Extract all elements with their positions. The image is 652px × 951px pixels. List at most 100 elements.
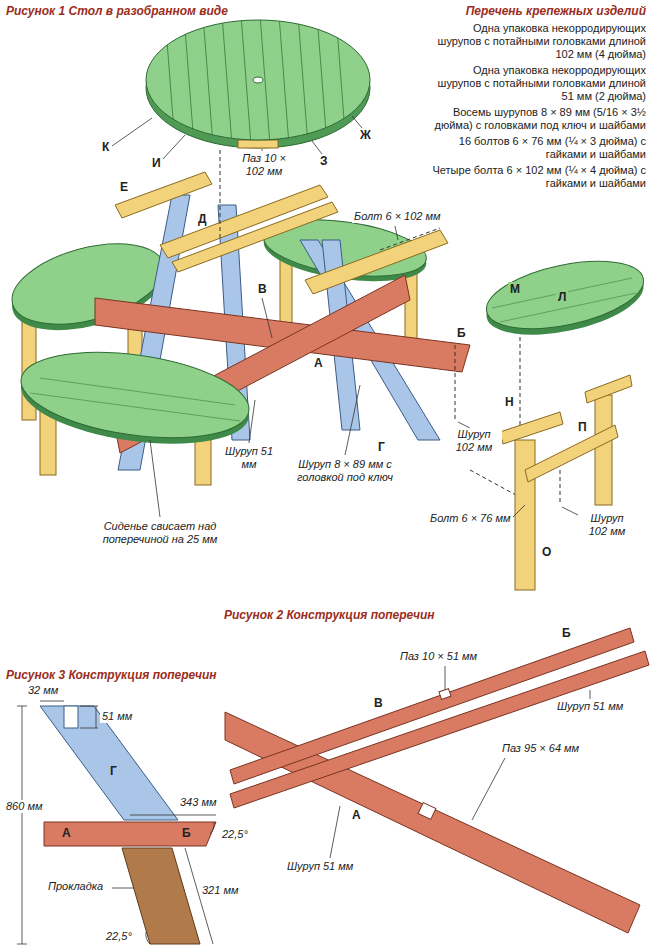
leader-lines (330, 666, 590, 858)
callout-label: 321 мм (200, 884, 241, 897)
leader-lines (249, 400, 255, 443)
figure-heading: Перечень крепежных изделий (430, 4, 648, 18)
callout-label: 343 мм (178, 796, 219, 809)
dimension-lines (80, 706, 98, 707)
table-top (146, 20, 370, 140)
crossbar-detail (64, 706, 78, 728)
dimension-lines (210, 822, 214, 834)
part-letter: Е (118, 180, 130, 194)
part-letter: Г (108, 764, 119, 778)
part-letter: Д (196, 212, 209, 226)
screw-paths (455, 345, 456, 420)
callout-label: Шуруп 8 × 89 мм с головкой под ключ (283, 458, 407, 484)
leader-lines (395, 226, 398, 240)
callout-label: Болт 6 × 102 мм (352, 210, 443, 223)
leader-lines (352, 116, 362, 128)
part-letter: В (372, 696, 385, 710)
table-top (253, 77, 263, 83)
callout-label: Шуруп 51 мм (555, 700, 625, 713)
part-letter: Б (180, 826, 193, 840)
leader-lines (590, 690, 591, 699)
part-letter: Б (560, 626, 573, 640)
part-letter: З (318, 154, 330, 168)
crossbar-detail (40, 706, 178, 820)
dimension-lines (22, 706, 23, 944)
table-top (184, 15, 194, 145)
part-letter: М (508, 282, 522, 296)
right-bench-exploded (492, 278, 632, 308)
leader-lines (345, 385, 360, 455)
leader-lines (150, 440, 160, 517)
leader-lines (262, 298, 272, 338)
dimension-lines (40, 701, 64, 702)
fastener-item: 16 болтов 6 × 76 мм (¼ × 3 дюйма) с гайк… (430, 135, 648, 161)
leader-lines (112, 116, 578, 518)
part-letter: О (540, 545, 553, 559)
right-bench-exploded (481, 249, 650, 341)
right-bench-exploded (525, 425, 618, 482)
table-top (222, 15, 232, 145)
right-bench-exploded (500, 412, 563, 444)
dimension-lines (112, 888, 134, 889)
leader-lines (330, 806, 340, 858)
callout-label: Шуруп 102 мм (578, 512, 636, 538)
table-top (279, 15, 289, 145)
cleats (305, 230, 448, 294)
part-letter: В (256, 282, 269, 296)
figure-heading: Рисунок 1 Стол в разобранном виде (4, 4, 230, 18)
callout-label: Прокладка (46, 880, 105, 893)
dimension-lines (17, 706, 27, 707)
crossbar-assembly (225, 712, 640, 933)
table-top (238, 140, 278, 148)
crossbar-assembly (418, 803, 436, 820)
dimension-lines (17, 701, 216, 944)
dimension-lines (146, 932, 150, 944)
leader-lines (512, 505, 525, 518)
cleats (115, 172, 448, 294)
leader-lines (112, 118, 152, 146)
part-letter: Ж (358, 128, 373, 142)
part-letter: Н (503, 395, 516, 409)
callout-label: Шуруп 102 мм (446, 428, 502, 454)
crossbar-assembly (230, 651, 649, 808)
fastener-item: Одна упаковка некорродирующих шурупов с … (430, 22, 648, 61)
figure-heading: Рисунок 2 Конструкция поперечин (222, 608, 437, 622)
table-top (298, 15, 308, 145)
callout-label: 51 мм (100, 710, 134, 723)
figure-heading: Рисунок 3 Конструкция поперечин (4, 668, 219, 682)
table-top (241, 15, 251, 145)
callout-label: Паз 10 × 51 мм (398, 650, 479, 663)
part-letter: П (576, 420, 589, 434)
front-bench (30, 393, 240, 421)
crossbar-assembly (225, 628, 649, 933)
callout-label: Сиденье свисает над поперечиной на 25 мм (78, 520, 242, 546)
table-top (317, 15, 327, 145)
front-bench (16, 339, 255, 485)
cleats (172, 202, 338, 272)
screw-paths (520, 330, 521, 425)
right-bench-exploded (595, 395, 612, 505)
table-top (203, 15, 213, 145)
leader-lines (445, 666, 446, 690)
part-letter: А (60, 826, 73, 840)
front-bench (30, 378, 240, 421)
table-top (165, 15, 346, 145)
right-bench-exploded (585, 375, 632, 403)
callout-label: 22,5° (104, 930, 134, 943)
callout-label: Шуруп 51 мм (285, 860, 355, 873)
callout-label: 860 мм (4, 800, 45, 813)
dimension-lines (130, 815, 216, 816)
part-letter: Л (556, 290, 568, 304)
leader-lines (262, 149, 263, 151)
dimension-lines (96, 706, 97, 728)
crossbar-detail (40, 706, 216, 944)
front-bench (40, 378, 235, 405)
callout-label: 22,5° (220, 828, 250, 841)
leader-lines (312, 141, 322, 154)
part-letter: Г (376, 440, 387, 454)
callout-label: Паз 10 × 102 мм (232, 152, 296, 178)
part-letter: А (350, 808, 363, 822)
part-letter: А (312, 356, 325, 370)
leader-lines (472, 758, 505, 820)
front-bench (16, 339, 255, 450)
